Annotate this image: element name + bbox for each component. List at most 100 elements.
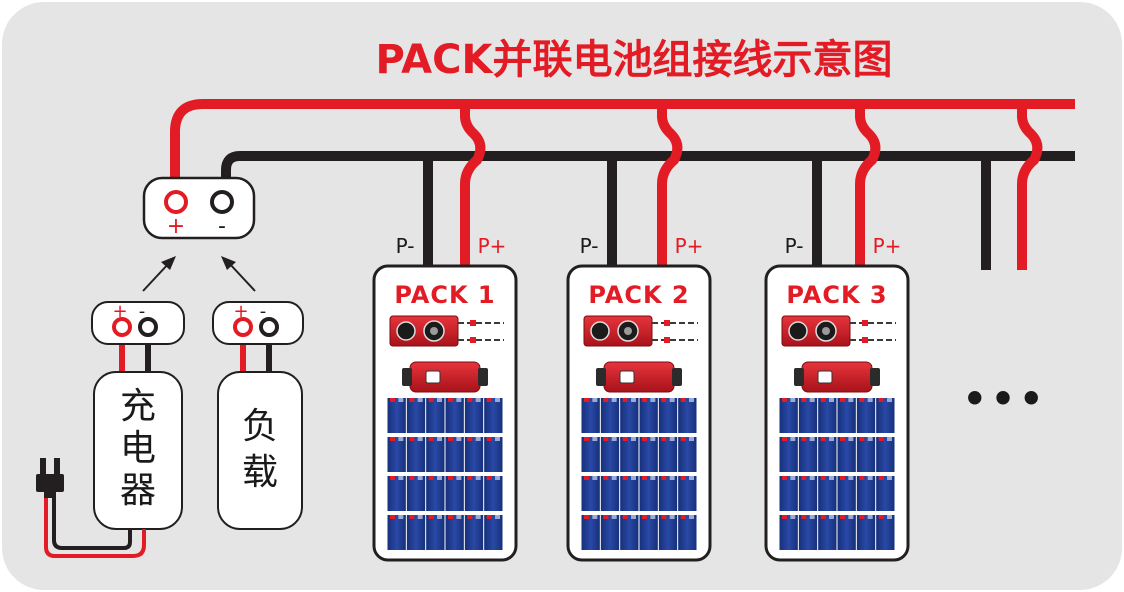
pack-p-minus-label: P- xyxy=(785,234,804,258)
bms-module-icon xyxy=(596,361,682,393)
battery-cell-icon xyxy=(658,437,678,472)
battery-cell-icon xyxy=(426,515,445,550)
battery-cell-icon xyxy=(387,476,406,511)
device-name-char: 负 xyxy=(242,406,278,447)
battery-cell-icon xyxy=(818,437,837,472)
device-pos-sign: + xyxy=(233,301,248,322)
battery-cell-icon xyxy=(818,515,837,550)
device-name-char: 充 xyxy=(120,386,156,427)
battery-cell-icon xyxy=(837,398,856,433)
battery-cell-icon xyxy=(779,437,798,472)
device-neg-sign: - xyxy=(139,301,146,322)
positive-terminal-icon xyxy=(164,190,188,214)
battery-cell-icon xyxy=(678,476,697,511)
battery-cell-grid xyxy=(779,398,895,550)
negative-terminal-icon xyxy=(259,317,279,337)
device-name-char: 载 xyxy=(242,452,278,493)
battery-packs: P-P+PACK 1P-P+PACK 2P-P+PACK 3 xyxy=(372,234,910,562)
battery-cell-icon xyxy=(620,476,639,511)
arrow-head-icon xyxy=(161,256,176,270)
terminal-pos-sign: + xyxy=(167,214,185,239)
arrow-head-icon xyxy=(221,256,236,270)
terminal-neg-sign: - xyxy=(218,214,226,239)
main-terminal-block: + - xyxy=(142,176,256,240)
pack-p-plus-label: P+ xyxy=(478,234,507,258)
battery-cell-icon xyxy=(484,515,503,550)
battery-cell-icon xyxy=(406,398,426,433)
battery-cell-icon xyxy=(581,515,600,550)
bms-board-icon xyxy=(781,315,896,347)
battery-pack: P- P+ PACK 2 xyxy=(566,234,712,562)
battery-cell-icon xyxy=(445,476,464,511)
positive-terminal-icon xyxy=(112,317,132,337)
bms-board-icon xyxy=(583,315,698,347)
battery-cell-icon xyxy=(658,476,678,511)
battery-cell-icon xyxy=(445,437,464,472)
battery-cell-icon xyxy=(406,515,426,550)
battery-pack: P-P+PACK 1 xyxy=(372,234,518,562)
pack-p-minus-label: P- xyxy=(396,234,415,258)
battery-cell-icon xyxy=(876,398,895,433)
battery-cell-icon xyxy=(464,515,484,550)
positive-terminal-icon xyxy=(233,317,253,337)
battery-cell-icon xyxy=(464,398,484,433)
battery-cell-icon xyxy=(406,437,426,472)
connection-arrows xyxy=(142,256,256,292)
continuation-dots: ••• xyxy=(963,377,1048,421)
battery-cell-icon xyxy=(876,476,895,511)
device-pos-sign: + xyxy=(112,301,127,322)
charger-device: +-充电器 xyxy=(36,301,185,558)
device-name-char: 电 xyxy=(120,428,156,469)
battery-cell-icon xyxy=(837,476,856,511)
battery-cell-icon xyxy=(464,437,484,472)
battery-cell-icon xyxy=(779,515,798,550)
battery-cell-icon xyxy=(445,515,464,550)
battery-cell-icon xyxy=(639,515,658,550)
battery-cell-icon xyxy=(581,476,600,511)
battery-cell-icon xyxy=(600,398,620,433)
battery-cell-icon xyxy=(484,437,503,472)
battery-cell-icon xyxy=(856,398,876,433)
battery-cell-icon xyxy=(818,398,837,433)
positive-drop-wire xyxy=(657,115,683,268)
battery-cell-icon xyxy=(426,398,445,433)
device-terminal-block xyxy=(212,301,304,345)
battery-cell-icon xyxy=(856,437,876,472)
battery-cell-icon xyxy=(581,437,600,472)
negative-terminal-icon xyxy=(138,317,158,337)
load-device: +-负载 xyxy=(212,301,304,530)
negative-bus-wire xyxy=(221,151,1075,180)
positive-drop-wire xyxy=(855,115,881,268)
device-body xyxy=(93,371,183,530)
battery-cell-icon xyxy=(600,437,620,472)
battery-cell-icon xyxy=(837,437,856,472)
battery-cell-icon xyxy=(876,437,895,472)
battery-cell-icon xyxy=(600,476,620,511)
negative-terminal-icon xyxy=(210,190,234,214)
battery-cell-icon xyxy=(464,476,484,511)
bms-module-icon xyxy=(794,361,880,393)
battery-cell-icon xyxy=(798,398,818,433)
battery-cell-icon xyxy=(678,515,697,550)
battery-cell-icon xyxy=(639,437,658,472)
battery-cell-icon xyxy=(600,515,620,550)
battery-cell-icon xyxy=(484,476,503,511)
pack-p-plus-label: P+ xyxy=(675,234,704,258)
pack-title: PACK 2 xyxy=(588,281,689,309)
battery-cell-icon xyxy=(876,515,895,550)
pack-title: PACK 3 xyxy=(786,281,887,309)
battery-cell-icon xyxy=(620,515,639,550)
battery-cell-icon xyxy=(484,398,503,433)
battery-cell-icon xyxy=(406,476,426,511)
diagram-title: PACK并联电池组接线示意图 xyxy=(376,37,893,83)
battery-cell-icon xyxy=(620,437,639,472)
battery-cell-icon xyxy=(426,476,445,511)
battery-cell-icon xyxy=(678,437,697,472)
battery-cell-icon xyxy=(581,398,600,433)
battery-cell-icon xyxy=(639,476,658,511)
external-devices: +-充电器+-负载 xyxy=(36,301,304,558)
battery-pack: P-P+PACK 3 xyxy=(764,234,910,562)
pack-p-minus-label: P- xyxy=(580,234,599,258)
